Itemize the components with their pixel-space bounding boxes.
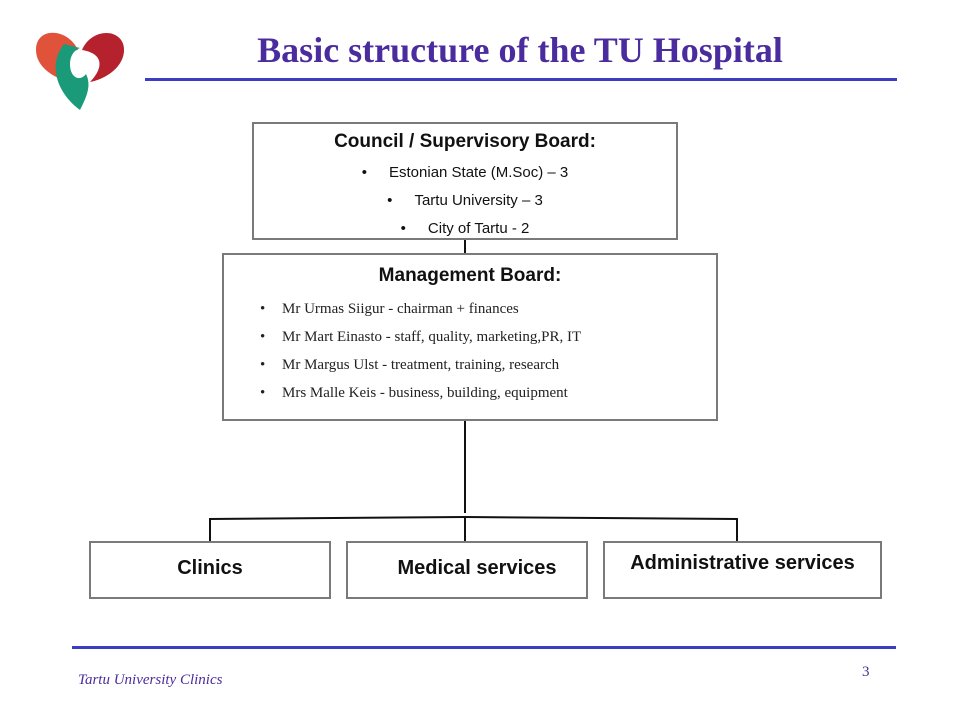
logo-left-petal — [36, 32, 78, 80]
connector-branch — [209, 515, 738, 541]
management-box: Management Board: Mr Urmas Siigur - chai… — [222, 253, 718, 421]
management-member: Mr Urmas Siigur - chairman + finances — [260, 295, 716, 323]
administrative-services-box: Administrative services — [603, 541, 882, 599]
council-member: Tartu University – 3 — [254, 187, 676, 215]
logo-bottom-petal — [55, 44, 89, 110]
management-member: Mrs Malle Keis - business, building, equ… — [260, 379, 716, 407]
management-member: Mr Margus Ulst - treatment, training, re… — [260, 351, 716, 379]
footer-text: Tartu University Clinics — [78, 672, 223, 688]
management-members: Mr Urmas Siigur - chairman + finances Mr… — [224, 295, 716, 407]
administrative-services-label: Administrative services — [630, 552, 855, 574]
title-divider — [145, 78, 897, 81]
page-number: 3 — [862, 664, 870, 680]
footer-divider — [72, 646, 896, 649]
clinics-label: Clinics — [177, 557, 243, 579]
tu-hospital-logo — [36, 32, 125, 110]
council-box: Council / Supervisory Board: Estonian St… — [252, 122, 678, 240]
council-member: City of Tartu - 2 — [254, 215, 676, 243]
management-member: Mr Mart Einasto - staff, quality, market… — [260, 323, 716, 351]
council-members: Estonian State (M.Soc) – 3 Tartu Univers… — [254, 159, 676, 243]
council-member: Estonian State (M.Soc) – 3 — [254, 159, 676, 187]
medical-services-box: Medical services — [346, 541, 588, 599]
logo-right-petal — [82, 32, 125, 82]
management-title: Management Board: — [378, 265, 562, 286]
clinics-box: Clinics — [89, 541, 331, 599]
medical-services-label: Medical services — [397, 557, 557, 579]
slide-title: Basic structure of the TU Hospital — [257, 30, 783, 70]
council-title: Council / Supervisory Board: — [334, 131, 596, 152]
